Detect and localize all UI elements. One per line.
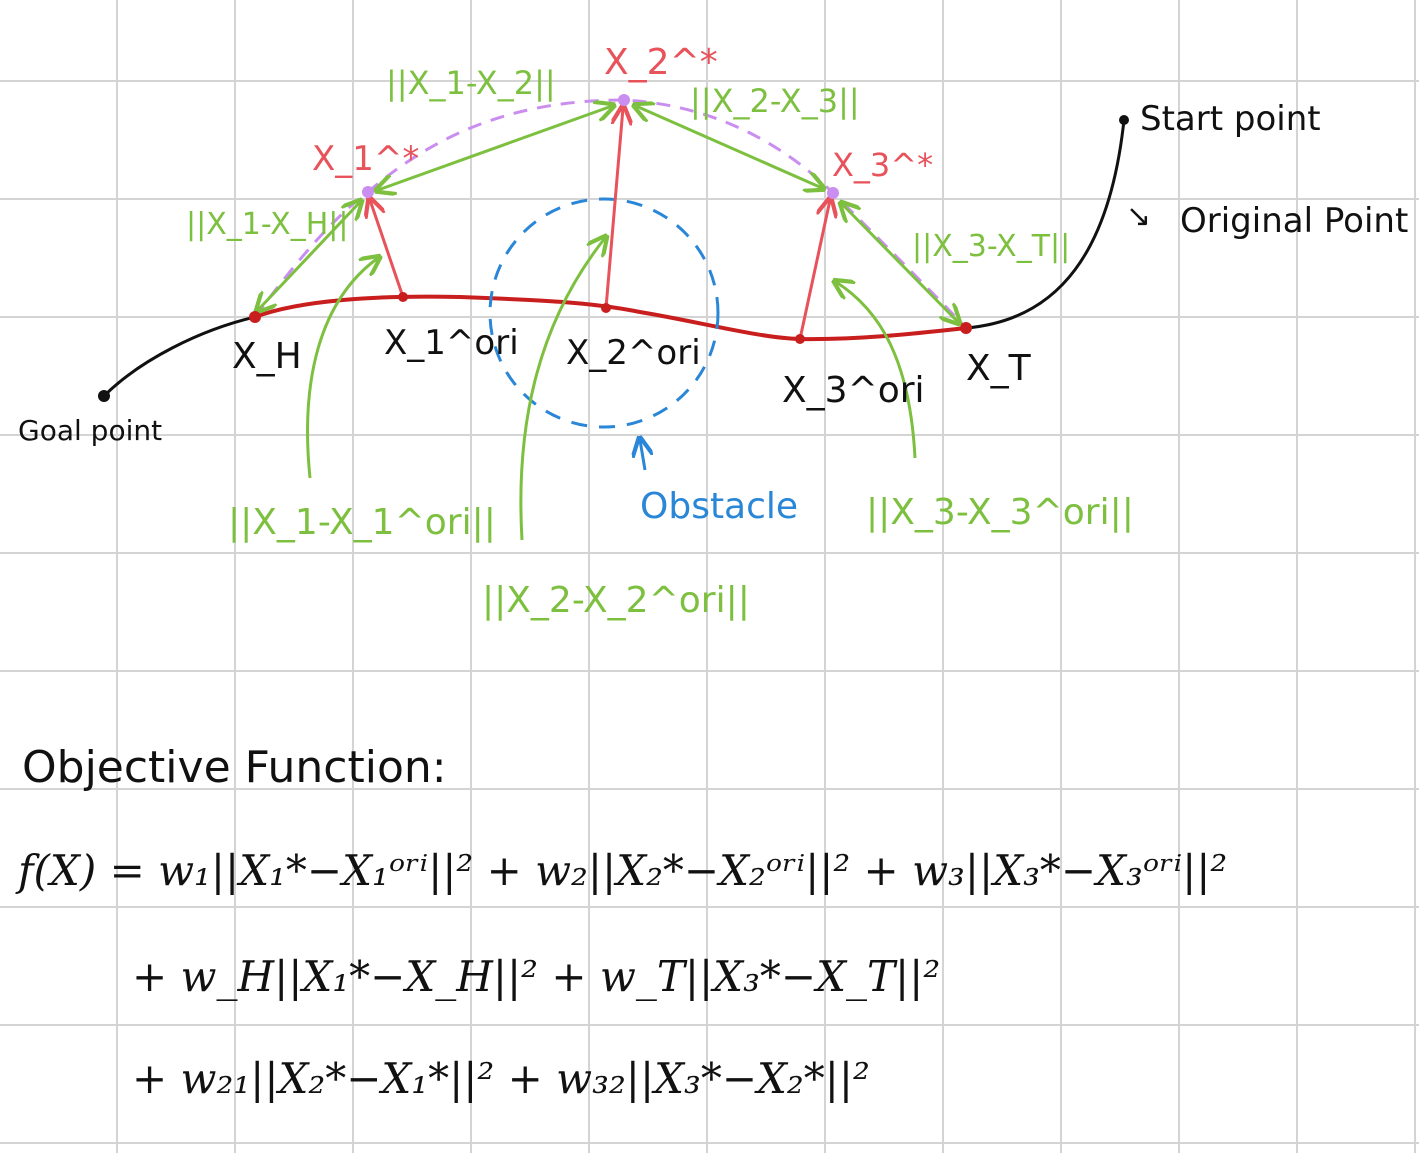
x3-star-node: [827, 187, 839, 199]
x2-star-label: X_2^*: [604, 42, 718, 83]
x3-ori-node: [795, 334, 805, 344]
x1-xh-distance-label: ||X_1-X_H||: [186, 207, 349, 242]
x2-star-node: [618, 94, 630, 106]
start-point-dot: [1119, 115, 1129, 125]
obstacle-label: Obstacle: [640, 486, 798, 527]
start-point-label: Start point: [1140, 99, 1321, 139]
x3-displacement-arrow: [798, 200, 830, 340]
x2-ori-node: [601, 303, 611, 313]
xt-label: X_T: [966, 348, 1032, 389]
objective-equation-line-2: + w_H||X₁*−X_H||² + w_T||X₃*−X_T||²: [132, 952, 941, 1001]
x1-x2-distance-arrow: [378, 106, 612, 190]
x2-x2ori-distance-label: ||X_2-X_2^ori||: [482, 580, 750, 621]
x3-star-label: X_3^*: [832, 146, 933, 184]
x2-ori-label: X_2^ori: [566, 333, 701, 373]
start-segment: [965, 119, 1126, 330]
x1-displacement-arrow: [370, 200, 405, 298]
x1-x2-distance-label: ||X_1-X_2||: [386, 64, 556, 102]
original-point-label: Original Point: [1180, 201, 1408, 241]
x2-displacement-arrow: [604, 108, 623, 309]
optimized-dashed-path: [253, 98, 968, 330]
original-path: [254, 294, 967, 342]
x3-ori-distance-pointer: [836, 282, 917, 459]
x3-x3ori-distance-label: ||X_3-X_3^ori||: [866, 492, 1134, 533]
objective-function-title: Objective Function:: [22, 742, 447, 793]
xt-node: [960, 322, 972, 334]
x1-star-label: X_1^*: [312, 139, 419, 179]
objective-equation-line-3: + w₂₁||X₂*−X₁*||² + w₃₂||X₃*−X₂*||²: [132, 1054, 870, 1103]
trajectory-diagram: Goal point Start point ↘ Original Point …: [18, 42, 1408, 621]
x3-ori-label: X_3^ori: [782, 370, 925, 411]
x2-x3-distance-label: ||X_2-X_3||: [690, 82, 860, 120]
x3-xt-distance-arrow: [842, 204, 958, 322]
x1-x1ori-distance-label: ||X_1-X_1^ori||: [228, 502, 496, 543]
x1-ori-distance-pointer: [306, 258, 378, 479]
objective-equation-line-1: f(X) = w₁||X₁*−X₁ᵒʳⁱ||² + w₂||X₂*−X₂ᵒʳⁱ|…: [18, 846, 1228, 895]
x2-x3-distance-arrow: [636, 106, 822, 188]
x1-xh-distance-arrow: [258, 202, 360, 310]
xh-label: X_H: [232, 336, 302, 377]
xh-node: [249, 311, 261, 323]
original-point-arrow: ↘: [1126, 199, 1151, 234]
goal-point-dot: [98, 390, 110, 402]
x1-ori-label: X_1^ori: [384, 323, 519, 363]
x1-ori-node: [398, 292, 408, 302]
x3-xt-distance-label: ||X_3-X_T||: [912, 229, 1070, 264]
x1-star-node: [362, 186, 374, 198]
x2-ori-distance-pointer: [519, 238, 605, 541]
goal-point-label: Goal point: [18, 414, 162, 447]
obstacle-arrow: [640, 440, 645, 471]
obstacle-circle: [488, 197, 720, 429]
goal-segment: [102, 315, 256, 398]
